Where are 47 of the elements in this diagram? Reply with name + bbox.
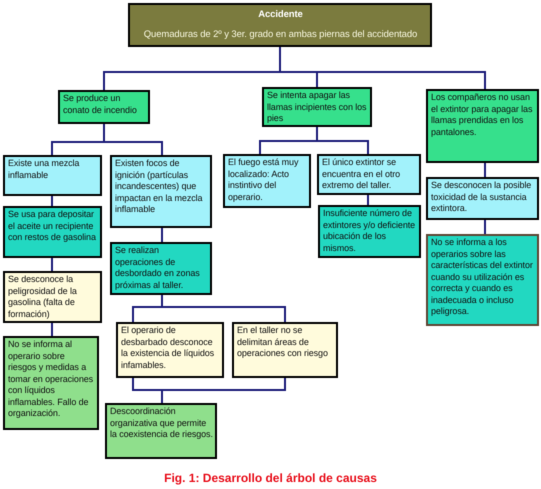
cause-box <box>116 322 224 378</box>
cause-text: Existe una mezcla inflamable <box>8 158 80 181</box>
cause-box <box>426 234 539 326</box>
cause-text: Se desconocen la posible toxicidad de la sustancia extintora. <box>431 180 532 214</box>
event-box <box>128 3 432 47</box>
connector-line <box>51 258 53 271</box>
connector-line <box>316 127 369 154</box>
cause-box <box>3 206 102 258</box>
cause-text: Existen focos de ignición (partículas incandescentes) que impactan en la mezcla inflamable <box>115 158 204 216</box>
cause-text: Se desconoce la peligrosidad de la gasolina (falta de formación) <box>8 274 78 320</box>
cause-box <box>110 242 212 295</box>
cause-box <box>426 89 539 163</box>
connector-line <box>51 323 53 336</box>
cause-box <box>58 90 150 124</box>
cause-text: El fuego está muy localizado: Acto instintivo del operario. <box>228 157 300 203</box>
cause-text: El único extintor se encuentra en el otro extremo del taller. <box>322 157 402 192</box>
cause-text: Se intenta apagar las llamas incipientes con los pies <box>267 90 368 124</box>
connector-line <box>279 47 486 89</box>
cause-text: No se informa al operario sobre riesgos y medidas a tomar en operaciones con líquidos inflamables. Fallo de organización. <box>8 339 94 420</box>
cause-box <box>3 336 99 430</box>
cause-box <box>426 177 539 220</box>
event-title: Accidente <box>257 9 304 20</box>
connector-line <box>484 220 486 234</box>
connector-line <box>484 163 486 177</box>
cause-box <box>223 154 311 208</box>
connector-line <box>51 196 53 206</box>
cause-box <box>3 155 102 196</box>
cause-text: Se produce un conato de incendio <box>63 93 138 116</box>
connector-line <box>161 378 286 403</box>
cause-text: Insuficiente número de extintores y/o deficiente ubicación de los mismos. <box>323 208 416 254</box>
cause-text: En el taller no se delimitan áreas de operaciones con riesgo <box>237 325 329 360</box>
connector-line <box>161 228 163 242</box>
cause-box <box>3 271 102 323</box>
cause-text: No se informa a los operarios sobre las características del extintor cuando su utilización es correcta y cuando es inadecuada o incluso peligrosa. <box>431 237 534 318</box>
cause-text: Descoordinación organizativa que permite la coexistencia de riesgos. <box>110 406 213 440</box>
cause-text: El operario de desbarbado desconoce la existencia de líquidos infamables. <box>121 325 216 371</box>
connector-line <box>367 195 369 205</box>
cause-box <box>317 154 421 195</box>
figure-caption: Fig. 1: Desarrollo del árbol de causas <box>164 471 377 485</box>
cause-box <box>105 403 217 459</box>
cause-text: Se realizan operaciones de desbordado en zonas próximas al taller. <box>115 245 201 291</box>
event-description: Quemaduras de 2º y 3er. grado en ambas piernas del accidentado <box>142 28 418 40</box>
cause-text: Los compañeros no usan el extintor para apagar las llamas prendidas en los pantalones. <box>431 92 534 138</box>
cause-box <box>232 322 338 378</box>
cause-box <box>110 155 212 228</box>
connector-line <box>103 124 163 155</box>
cause-text: Se usa para depositar el aceite un recipiente con restos de gasolina <box>8 209 97 244</box>
